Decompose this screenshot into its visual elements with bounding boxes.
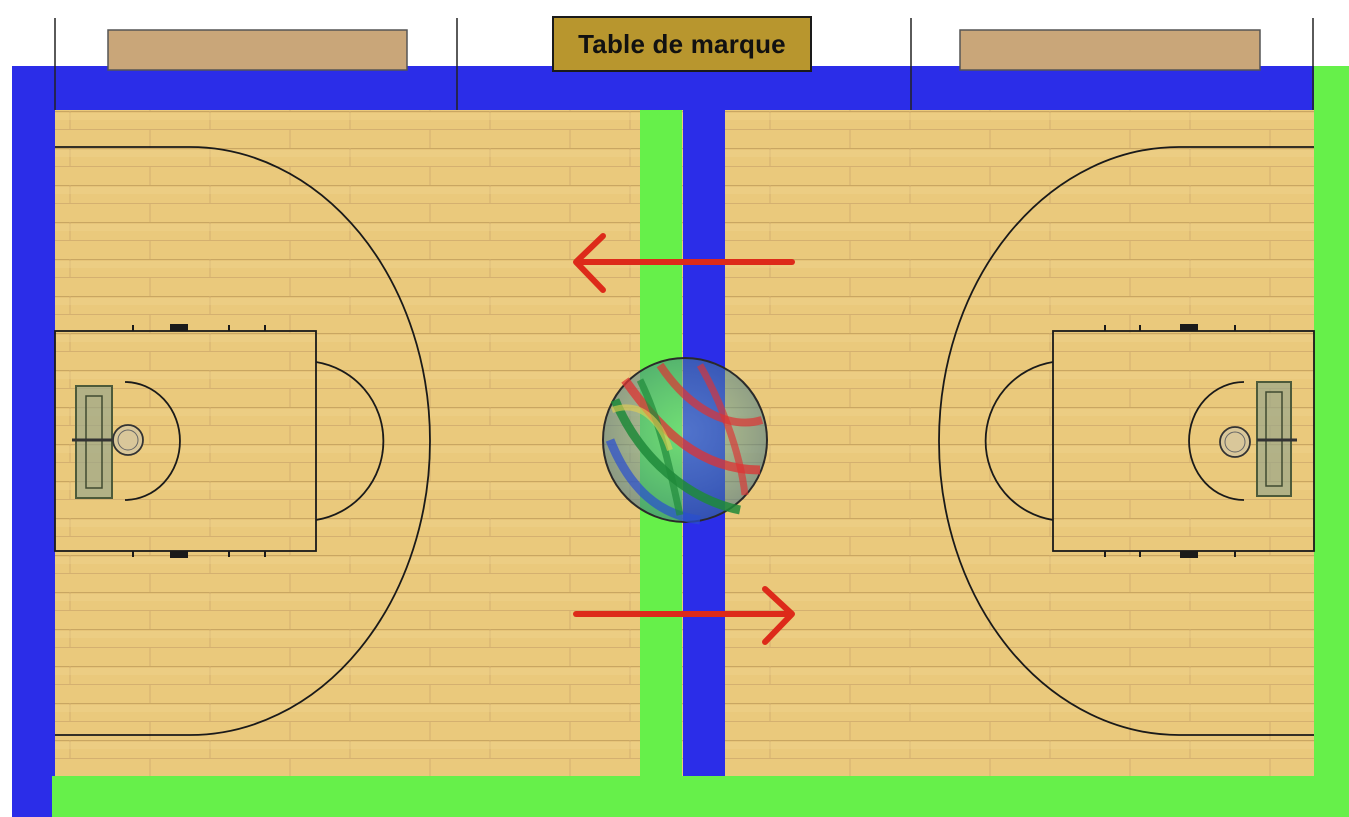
lane-marks: [132, 324, 1236, 558]
arrow-right-icon: [573, 586, 795, 645]
score-table-label: Table de marque: [552, 16, 812, 72]
arrow-left-icon: [573, 233, 795, 293]
left-basket-icon: [72, 385, 144, 499]
right-basket-icon: [1219, 381, 1297, 497]
top-blue-zone: [12, 66, 1314, 110]
left-blue-zone: [12, 66, 55, 817]
bottom-green-zone: [52, 776, 1314, 817]
right-green-zone: [1314, 66, 1349, 817]
left-bench: [107, 29, 408, 71]
right-bench: [959, 29, 1261, 71]
center-ball-icon: [602, 357, 768, 525]
bench-dividers: [54, 18, 1314, 110]
